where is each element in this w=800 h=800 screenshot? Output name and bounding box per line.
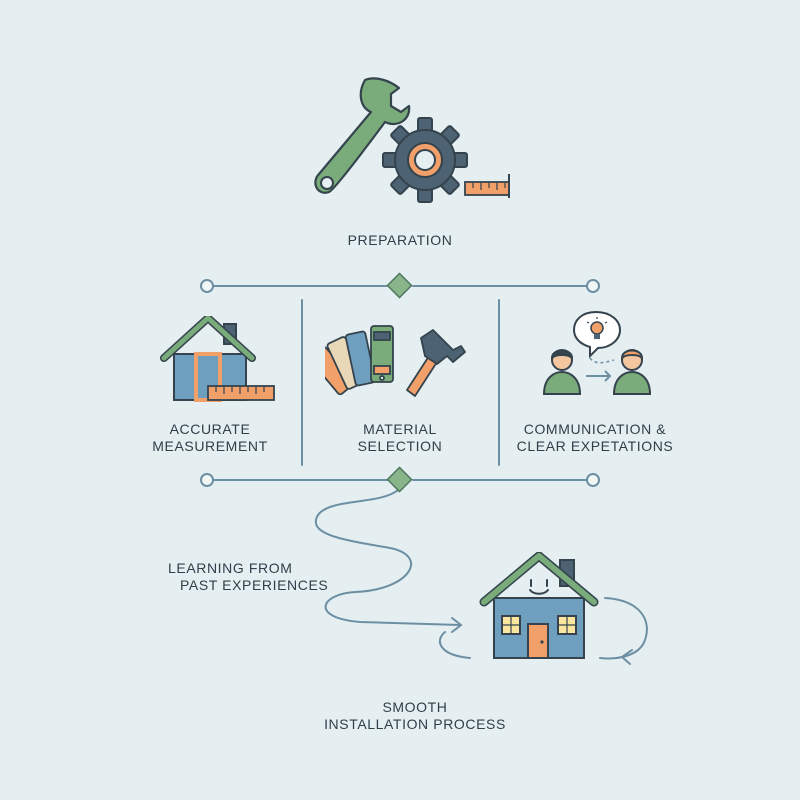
smile-face [529, 579, 549, 595]
winding-path-arrow [451, 617, 463, 633]
house-door [527, 623, 549, 659]
bottom-node-right [586, 473, 600, 487]
gear-icon [382, 117, 468, 203]
winding-path [314, 489, 461, 626]
top-node-left [200, 279, 214, 293]
person-icon [612, 349, 652, 395]
bottom-node-left [200, 473, 214, 487]
material-label: MATERIAL SELECTION [357, 421, 443, 454]
measurement-label: ACCURATE MEASUREMENT [152, 421, 268, 454]
communication-icon [542, 310, 652, 395]
preparation-tools-icon [314, 77, 510, 203]
hammer-icon [406, 329, 466, 397]
ruler-icon [207, 385, 275, 401]
installation-label: SMOOTH INSTALLATION PROCESS [324, 699, 506, 732]
smiling-house-icon [479, 552, 599, 659]
communication-label: COMMUNICATION & CLEAR EXPETATIONS [516, 421, 674, 454]
ruler-icon [464, 174, 510, 198]
top-node-right [586, 279, 600, 293]
house-icon [160, 316, 256, 402]
learning-label: LEARNING FROM PAST EXPERIENCES [168, 560, 329, 593]
measurement-house-icon [160, 316, 275, 402]
left-swirl [439, 631, 471, 659]
right-swirl-arrow [620, 649, 633, 665]
right-swirl [599, 597, 648, 660]
preparation-label: PREPARATION [347, 232, 453, 248]
swatch-icon [325, 325, 394, 396]
wrench-icon [314, 77, 411, 194]
person-icon [542, 349, 582, 395]
material-selection-icon [325, 325, 466, 397]
bottom-diamond [386, 466, 413, 493]
lightbulb-icon [572, 310, 622, 359]
top-diamond [386, 272, 413, 299]
